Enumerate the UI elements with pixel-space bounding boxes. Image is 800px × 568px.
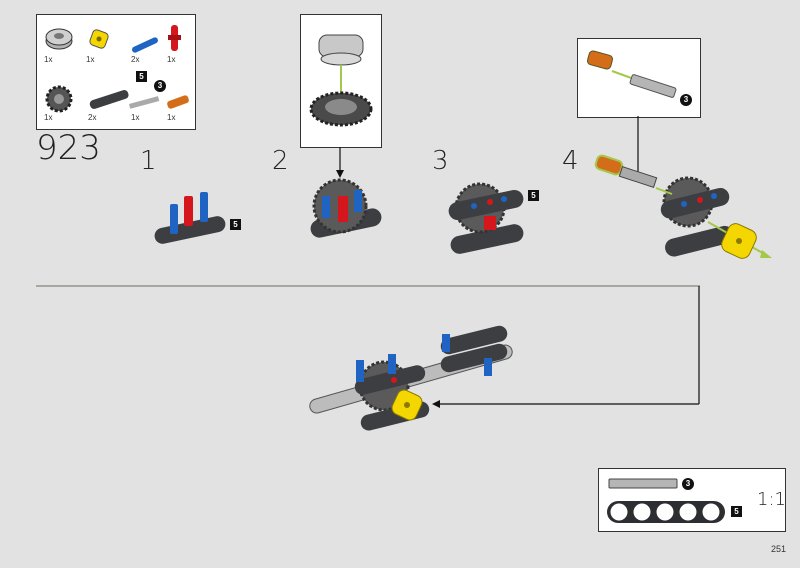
step-number: 4 (562, 146, 579, 176)
step-number: 1 (140, 146, 157, 176)
step-2-model (310, 178, 382, 238)
step-1-model (154, 192, 226, 244)
beam-5-icon (89, 90, 129, 109)
turntable-part-icon (45, 28, 73, 50)
part-qty: 1x (44, 55, 53, 64)
length-badge: 5 (136, 71, 147, 82)
axle-3-icon (128, 96, 160, 109)
part-qty: 2x (88, 113, 97, 122)
part-qty: 1x (44, 113, 53, 122)
scale-label: 1:1 (757, 489, 786, 510)
scale-reference-box: 3 5 1:1 (598, 468, 786, 532)
length-badge: 5 (528, 190, 539, 201)
gear-icon (45, 85, 73, 113)
length-badge: 5 (230, 219, 241, 230)
part-qty: 1x (167, 113, 176, 122)
part-qty: 1x (86, 55, 95, 64)
set-number: 923 (36, 128, 101, 168)
step-number: 3 (432, 146, 449, 176)
assembled-model (309, 325, 513, 431)
callout-illustration (309, 34, 373, 127)
length-badge: 3 (682, 478, 694, 490)
callout-illustration (586, 50, 677, 98)
blue-pin-icon (132, 37, 158, 53)
length-badge: 3 (680, 94, 692, 106)
step-number: 2 (272, 146, 289, 176)
step-2-callout (300, 14, 382, 148)
parts-illustration (45, 25, 189, 113)
scale-illustration (607, 478, 725, 523)
part-qty: 2x (131, 55, 140, 64)
page-number: 251 (770, 544, 786, 554)
step-4-callout: 3 (577, 38, 701, 118)
length-badge: 3 (154, 80, 166, 92)
step-4-model (594, 154, 772, 259)
yellow-connector-icon (89, 29, 109, 49)
red-pin-icon (168, 25, 181, 51)
parts-list-box: 1x 1x 2x 1x 1x 2x 1x 1x 5 3 (36, 14, 196, 130)
part-qty: 1x (167, 55, 176, 64)
part-qty: 1x (131, 113, 140, 122)
length-badge: 5 (731, 506, 742, 517)
step-3-model (448, 182, 524, 254)
orange-axle-connector-icon (167, 95, 189, 109)
